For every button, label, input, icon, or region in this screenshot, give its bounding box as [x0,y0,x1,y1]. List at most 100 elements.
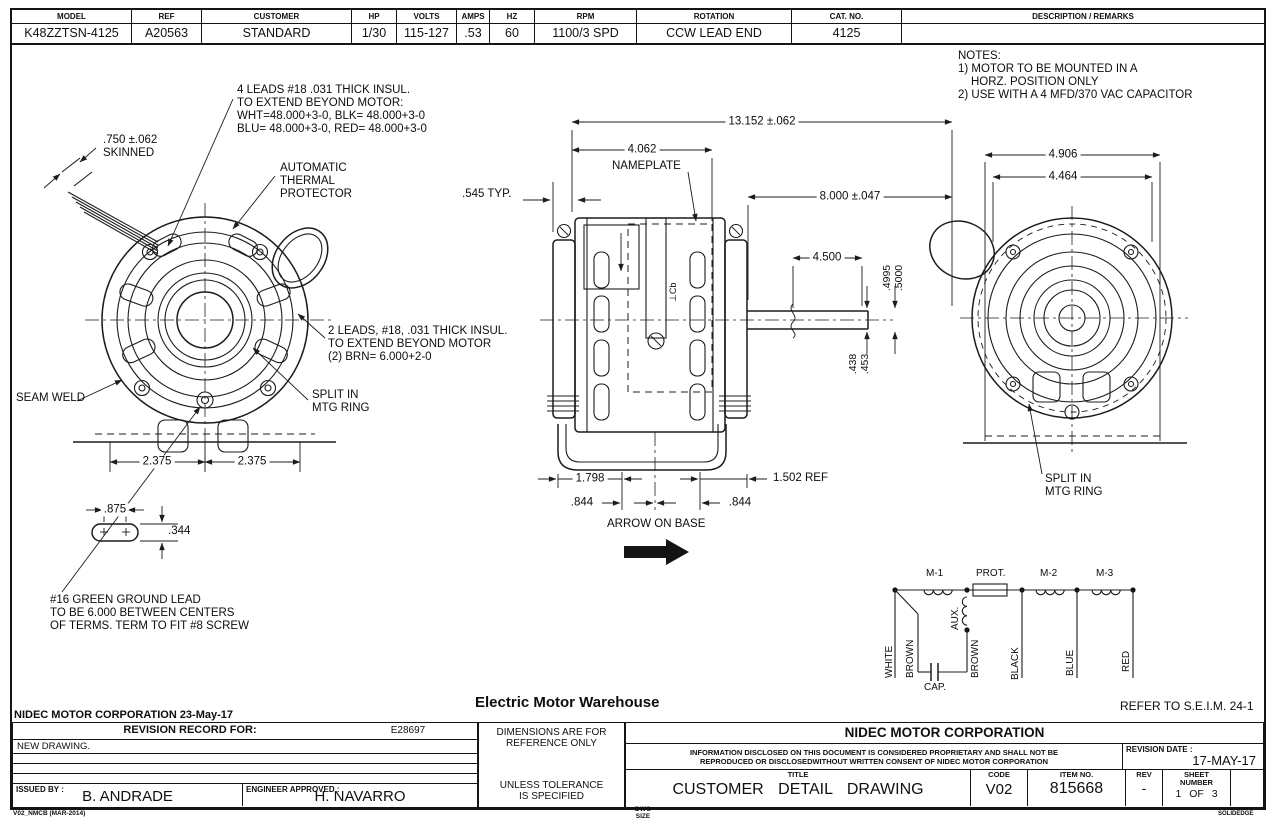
callout-skinned: .750 ±.062 SKINNED [103,134,157,160]
spec-col-rpm: RPM 1100/3 SPD [535,10,637,43]
engineer-approved-label: ENGINEER APPROVED : [246,785,340,794]
proprietary-cell: INFORMATION DISCLOSED ON THIS DOCUMENT I… [626,744,1123,769]
spec-header: HP [352,10,396,24]
dim-rear-id: 4.464 [1045,170,1081,184]
schematic-m1-label: M-1 [926,568,944,579]
spec-value: 1100/3 SPD [552,26,619,40]
spec-col-amps: AMPS.53 [457,10,490,43]
code-value: V02 [985,781,1013,798]
spec-header: CAT. NO. [792,10,901,24]
watermark: Electric Motor Warehouse [475,694,660,711]
revision-empty-row [13,774,477,784]
label-line: SIZE [635,812,651,820]
callout-arrow-on-base: ARROW ON BASE [607,518,706,530]
issued-by-cell: ISSUED BY : B. ANDRADE [13,784,243,806]
schematic-red-label: RED [1121,650,1132,672]
spec-header: REF [132,10,201,24]
schematic-cap-label: CAP. [924,682,947,693]
title-cell: TITLE CUSTOMER DETAIL DRAWING [626,770,971,806]
callout-line: OF TERMS. TERM TO FIT #8 SCREW [50,620,249,633]
form-code: V02_NMCB (MAR-2014) [13,810,86,817]
note-line: IS SPECIFIED [518,791,584,802]
dwg-size-label: DWG SIZE [626,806,660,820]
schematic-blue-label: BLUE [1065,649,1076,676]
cad-system-note: SOLIDEDGE [1218,811,1254,817]
callout-ground-lead: #16 GREEN GROUND LEAD TO BE 6.000 BETWEE… [50,594,249,633]
title-block: NIDEC MOTOR CORPORATION INFORMATION DISC… [625,722,1264,820]
label-line: SHEET [1183,770,1209,779]
callout-line: TO BE 6.000 BETWEEN CENTERS [50,607,235,620]
revision-date-label: REVISION DATE : [1126,745,1193,754]
spec-value: 60 [505,26,519,40]
dim-shaft-flat: .438 .453 [847,342,872,386]
spec-header: VOLTS [397,10,456,24]
label-line: DWG [635,806,651,813]
rev-value: - [1141,780,1147,796]
dwg-size-cell: DWG SIZE B [626,806,660,820]
spec-col-ref: REF A20563 [132,10,202,43]
schematic-brown1-label: BROWN [905,639,916,678]
callout-line: MTG RING [312,402,370,415]
proprietary-text: INFORMATION DISCLOSED ON THIS DOCUMENT I… [626,744,1122,767]
spec-value: .53 [464,26,482,40]
callout-line: SKINNED [103,147,155,160]
refer-note: REFER TO S.E.I.M. 24-1 [1120,699,1254,713]
callout-line: .750 ±.062 [103,134,158,146]
spec-col-catno: CAT. NO. 4125 [792,10,902,43]
spec-value [902,24,1264,43]
callout-line: THERMAL [280,175,335,188]
dim-typ-offset: .545 TYP. [462,188,512,200]
dim-overall-length: 13.152 ±.062 [725,115,799,129]
dimensions-reference-note: DIMENSIONS ARE FOR REFERENCE ONLY [479,723,624,749]
spec-col-description: DESCRIPTION / REMARKS [902,10,1264,43]
dim-hole-right: .844 [725,496,755,510]
callout-split-ring-left: SPLIT IN MTG RING [312,389,370,415]
callout-nameplate: NAMEPLATE [612,160,681,172]
spec-header: RPM [535,10,636,24]
signatures-row: ISSUED BY : B. ANDRADE ENGINEER APPROVED… [13,784,477,806]
spec-value: 4125 [832,26,861,40]
callout-line: (2) BRN= 6.000+2-0 [328,351,432,364]
schematic-black-label: BLACK [1010,647,1021,680]
drawing-title: CUSTOMER DETAIL DRAWING [672,781,924,798]
issued-by-name: B. ANDRADE [82,788,173,805]
corp-date-note: NIDEC MOTOR CORPORATION 23-May-17 [14,709,234,721]
proprietary-row: INFORMATION DISCLOSED ON THIS DOCUMENT I… [626,744,1263,770]
notes-title: NOTES: [958,50,1001,62]
spec-value: A20563 [144,26,189,40]
schematic-brown2-label: BROWN [970,639,981,678]
engineer-approved-name: H. NAVARRO [314,788,406,805]
title-label: TITLE [787,770,809,779]
engineer-approved-cell: ENGINEER APPROVED : H. NAVARRO [243,784,477,806]
dim-line: .5000 [892,264,905,292]
rev-label: REV [1136,770,1152,779]
dim-bolt-right: 2.375 [234,455,270,469]
sheet-border [10,8,1266,810]
revision-record-number: E28697 [390,725,426,736]
callout-line: AUTOMATIC [280,162,347,174]
label-line: NUMBER [1180,777,1213,787]
dimensions-note-block: DIMENSIONS ARE FOR REFERENCE ONLY UNLESS… [478,722,625,808]
note-2: 2) USE WITH A 4 MFD/370 VAC CAPACITOR [958,89,1193,101]
callout-line: SPLIT IN [312,389,359,401]
callout-line: 2 LEADS, #18, .031 THICK INSUL. [328,325,508,337]
company-name: NIDEC MOTOR CORPORATION [844,725,1045,740]
note-1b: HORZ. POSITION ONLY [971,76,1099,88]
spec-header: ROTATION [637,10,791,24]
revision-note-row: NEW DRAWING. [13,740,477,754]
schematic-m2-label: M-2 [1040,568,1058,579]
note-1: 1) MOTOR TO BE MOUNTED IN A [958,63,1138,75]
dim-front-length: 4.062 [624,143,660,157]
schematic-aux-label: AUX. [950,606,961,630]
dim-bolt-left: 2.375 [139,455,175,469]
callout-line: BLU= 48.000+3-0, RED= 48.000+3-0 [237,123,427,136]
callout-line: #16 GREEN GROUND LEAD [50,594,201,606]
dim-shaft-diameter: .4995 .5000 [881,256,906,300]
